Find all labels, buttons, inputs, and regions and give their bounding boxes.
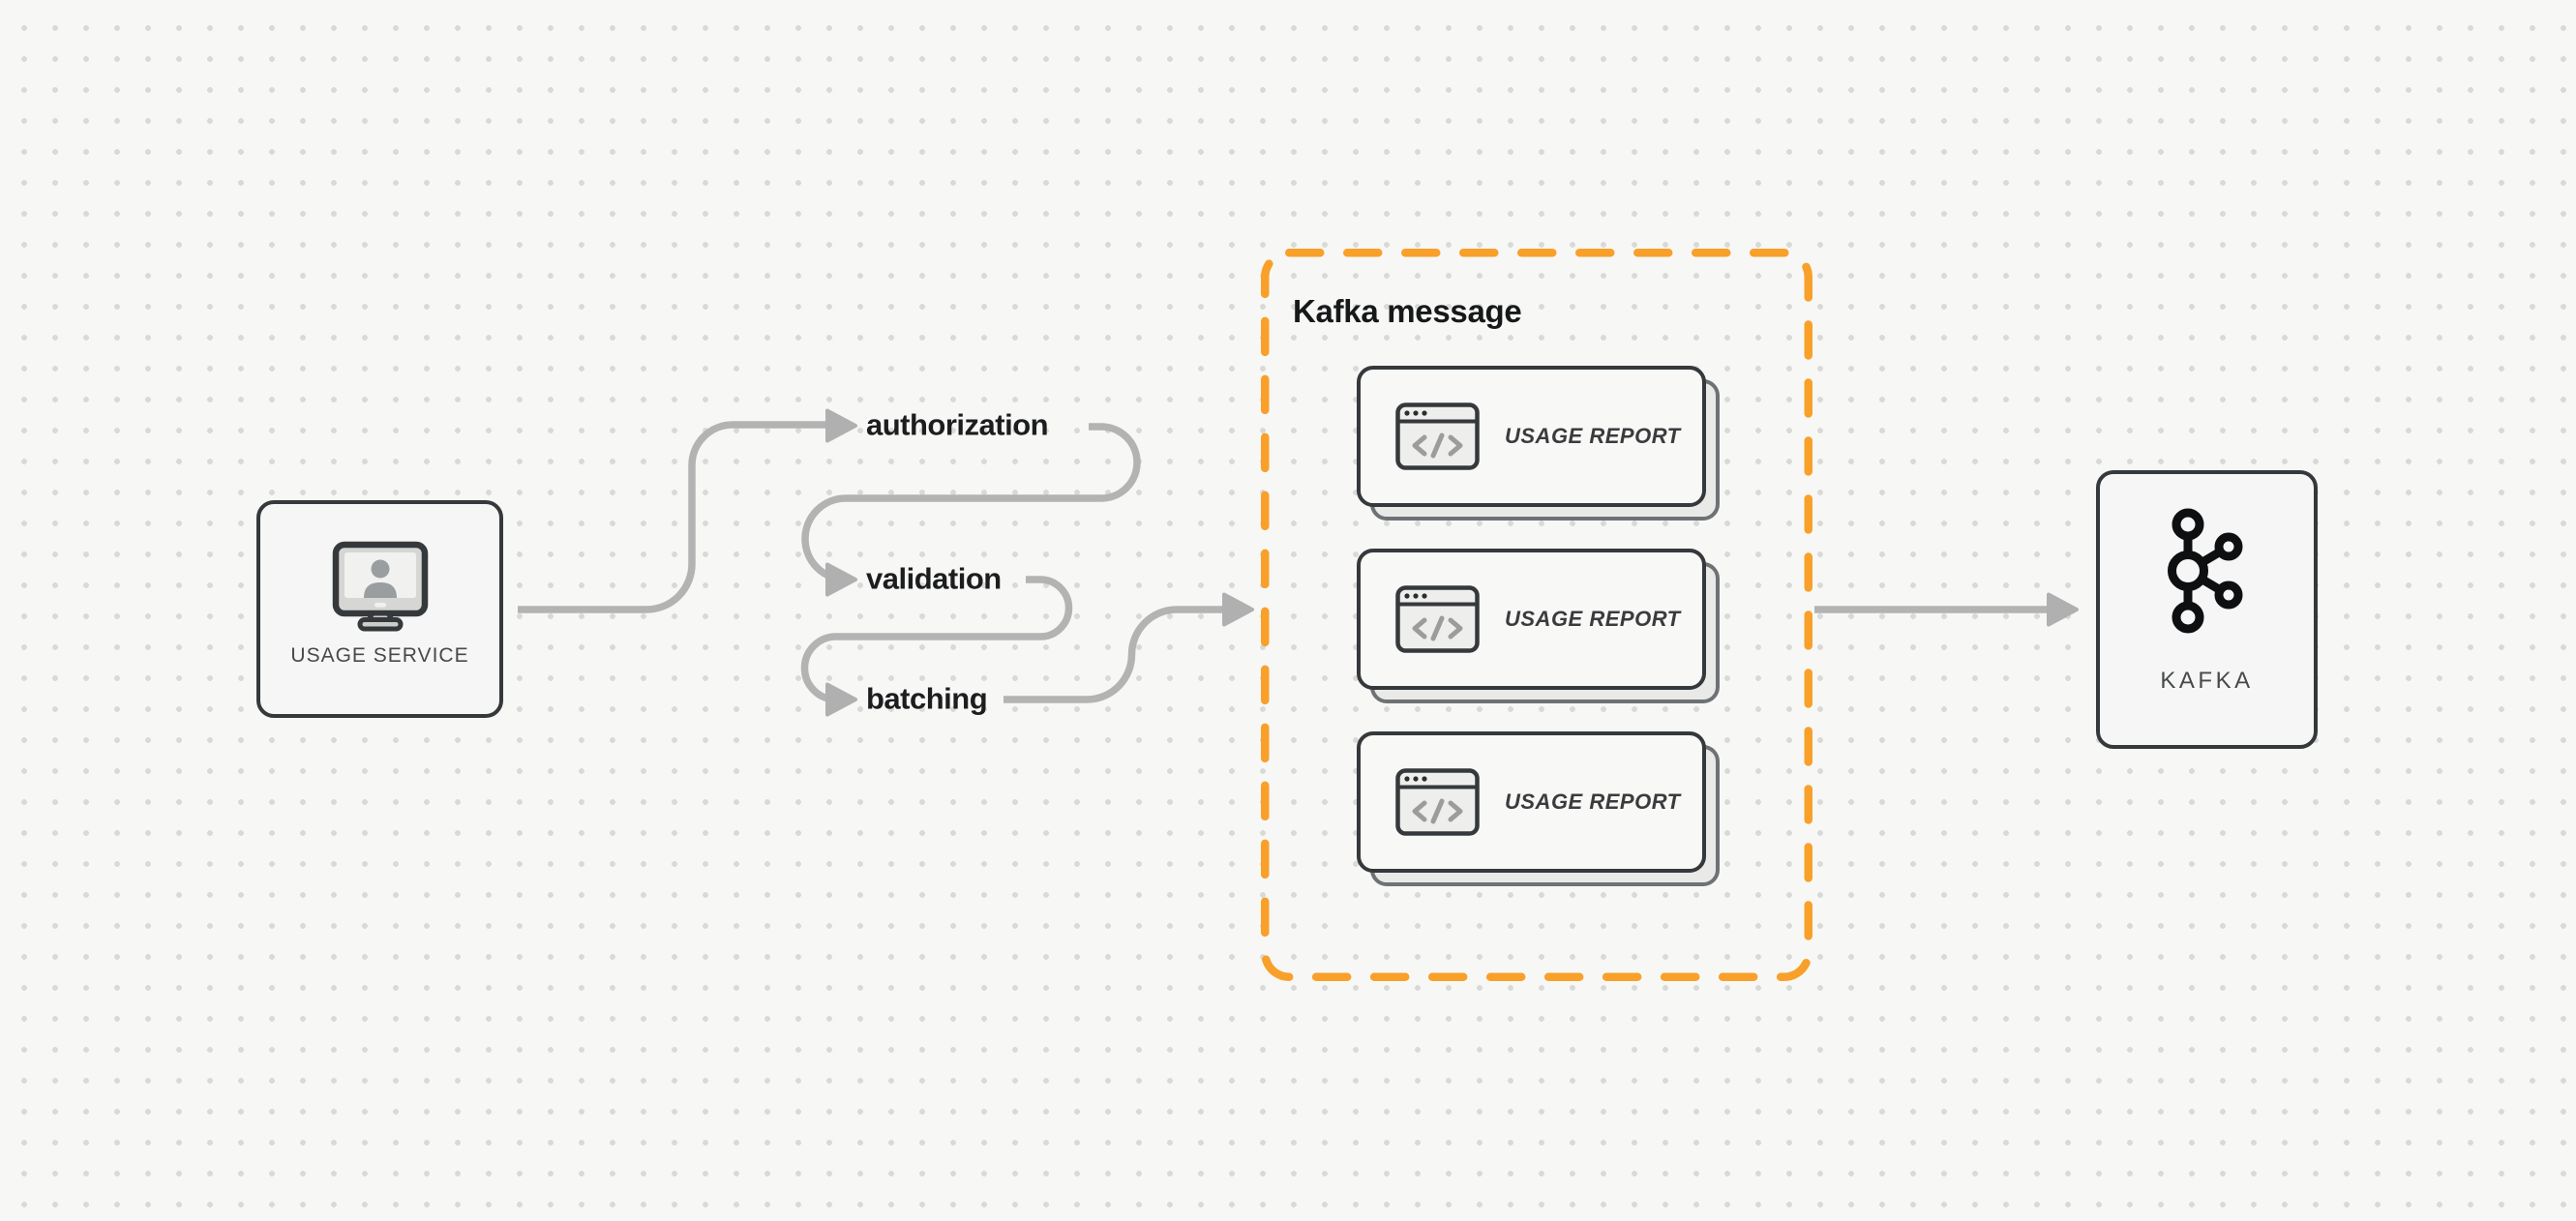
usage-report-card-face: USAGE REPORT — [1357, 731, 1706, 873]
kafka-message-title: Kafka message — [1293, 293, 1522, 329]
usage-report-card-face: USAGE REPORT — [1357, 549, 1706, 690]
usage-report-card: USAGE REPORT — [1357, 549, 1720, 703]
user-monitor-icon — [332, 541, 428, 632]
code-window-icon — [1395, 585, 1480, 653]
usage-service-label: USAGE SERVICE — [290, 644, 469, 667]
usage-report-card: USAGE REPORT — [1357, 366, 1720, 521]
connector-kafka-message-to-kafka — [1814, 592, 2079, 627]
arrowhead-validation — [825, 562, 857, 597]
step-label-batching: batching — [866, 681, 988, 716]
usage-report-label: USAGE REPORT — [1505, 424, 1681, 448]
code-window-icon — [1395, 768, 1480, 836]
kafka-message-group: Kafka message USAGE REPORT — [1261, 249, 1812, 981]
step-label-validation: validation — [866, 561, 1002, 596]
arrowhead-kafka — [2047, 592, 2079, 627]
kafka-node: KAFKA — [2096, 470, 2318, 749]
kafka-label: KAFKA — [2160, 668, 2254, 694]
connector-usage-to-authorization — [518, 408, 857, 613]
code-window-icon — [1395, 402, 1480, 470]
usage-report-label: USAGE REPORT — [1505, 607, 1681, 631]
dashed-border — [1261, 249, 1812, 981]
usage-report-card-face: USAGE REPORT — [1357, 366, 1706, 507]
kafka-logo-icon — [2167, 508, 2242, 634]
usage-service-node: USAGE SERVICE — [256, 500, 503, 718]
connector-batching-to-kafka-message — [1003, 592, 1254, 703]
arrowhead-batching — [825, 682, 857, 717]
arrowhead-kafka-message — [1222, 592, 1254, 627]
usage-report-label: USAGE REPORT — [1505, 789, 1681, 814]
arrowhead-authorization — [825, 408, 857, 443]
step-label-authorization: authorization — [866, 407, 1049, 442]
usage-report-card: USAGE REPORT — [1357, 731, 1720, 886]
